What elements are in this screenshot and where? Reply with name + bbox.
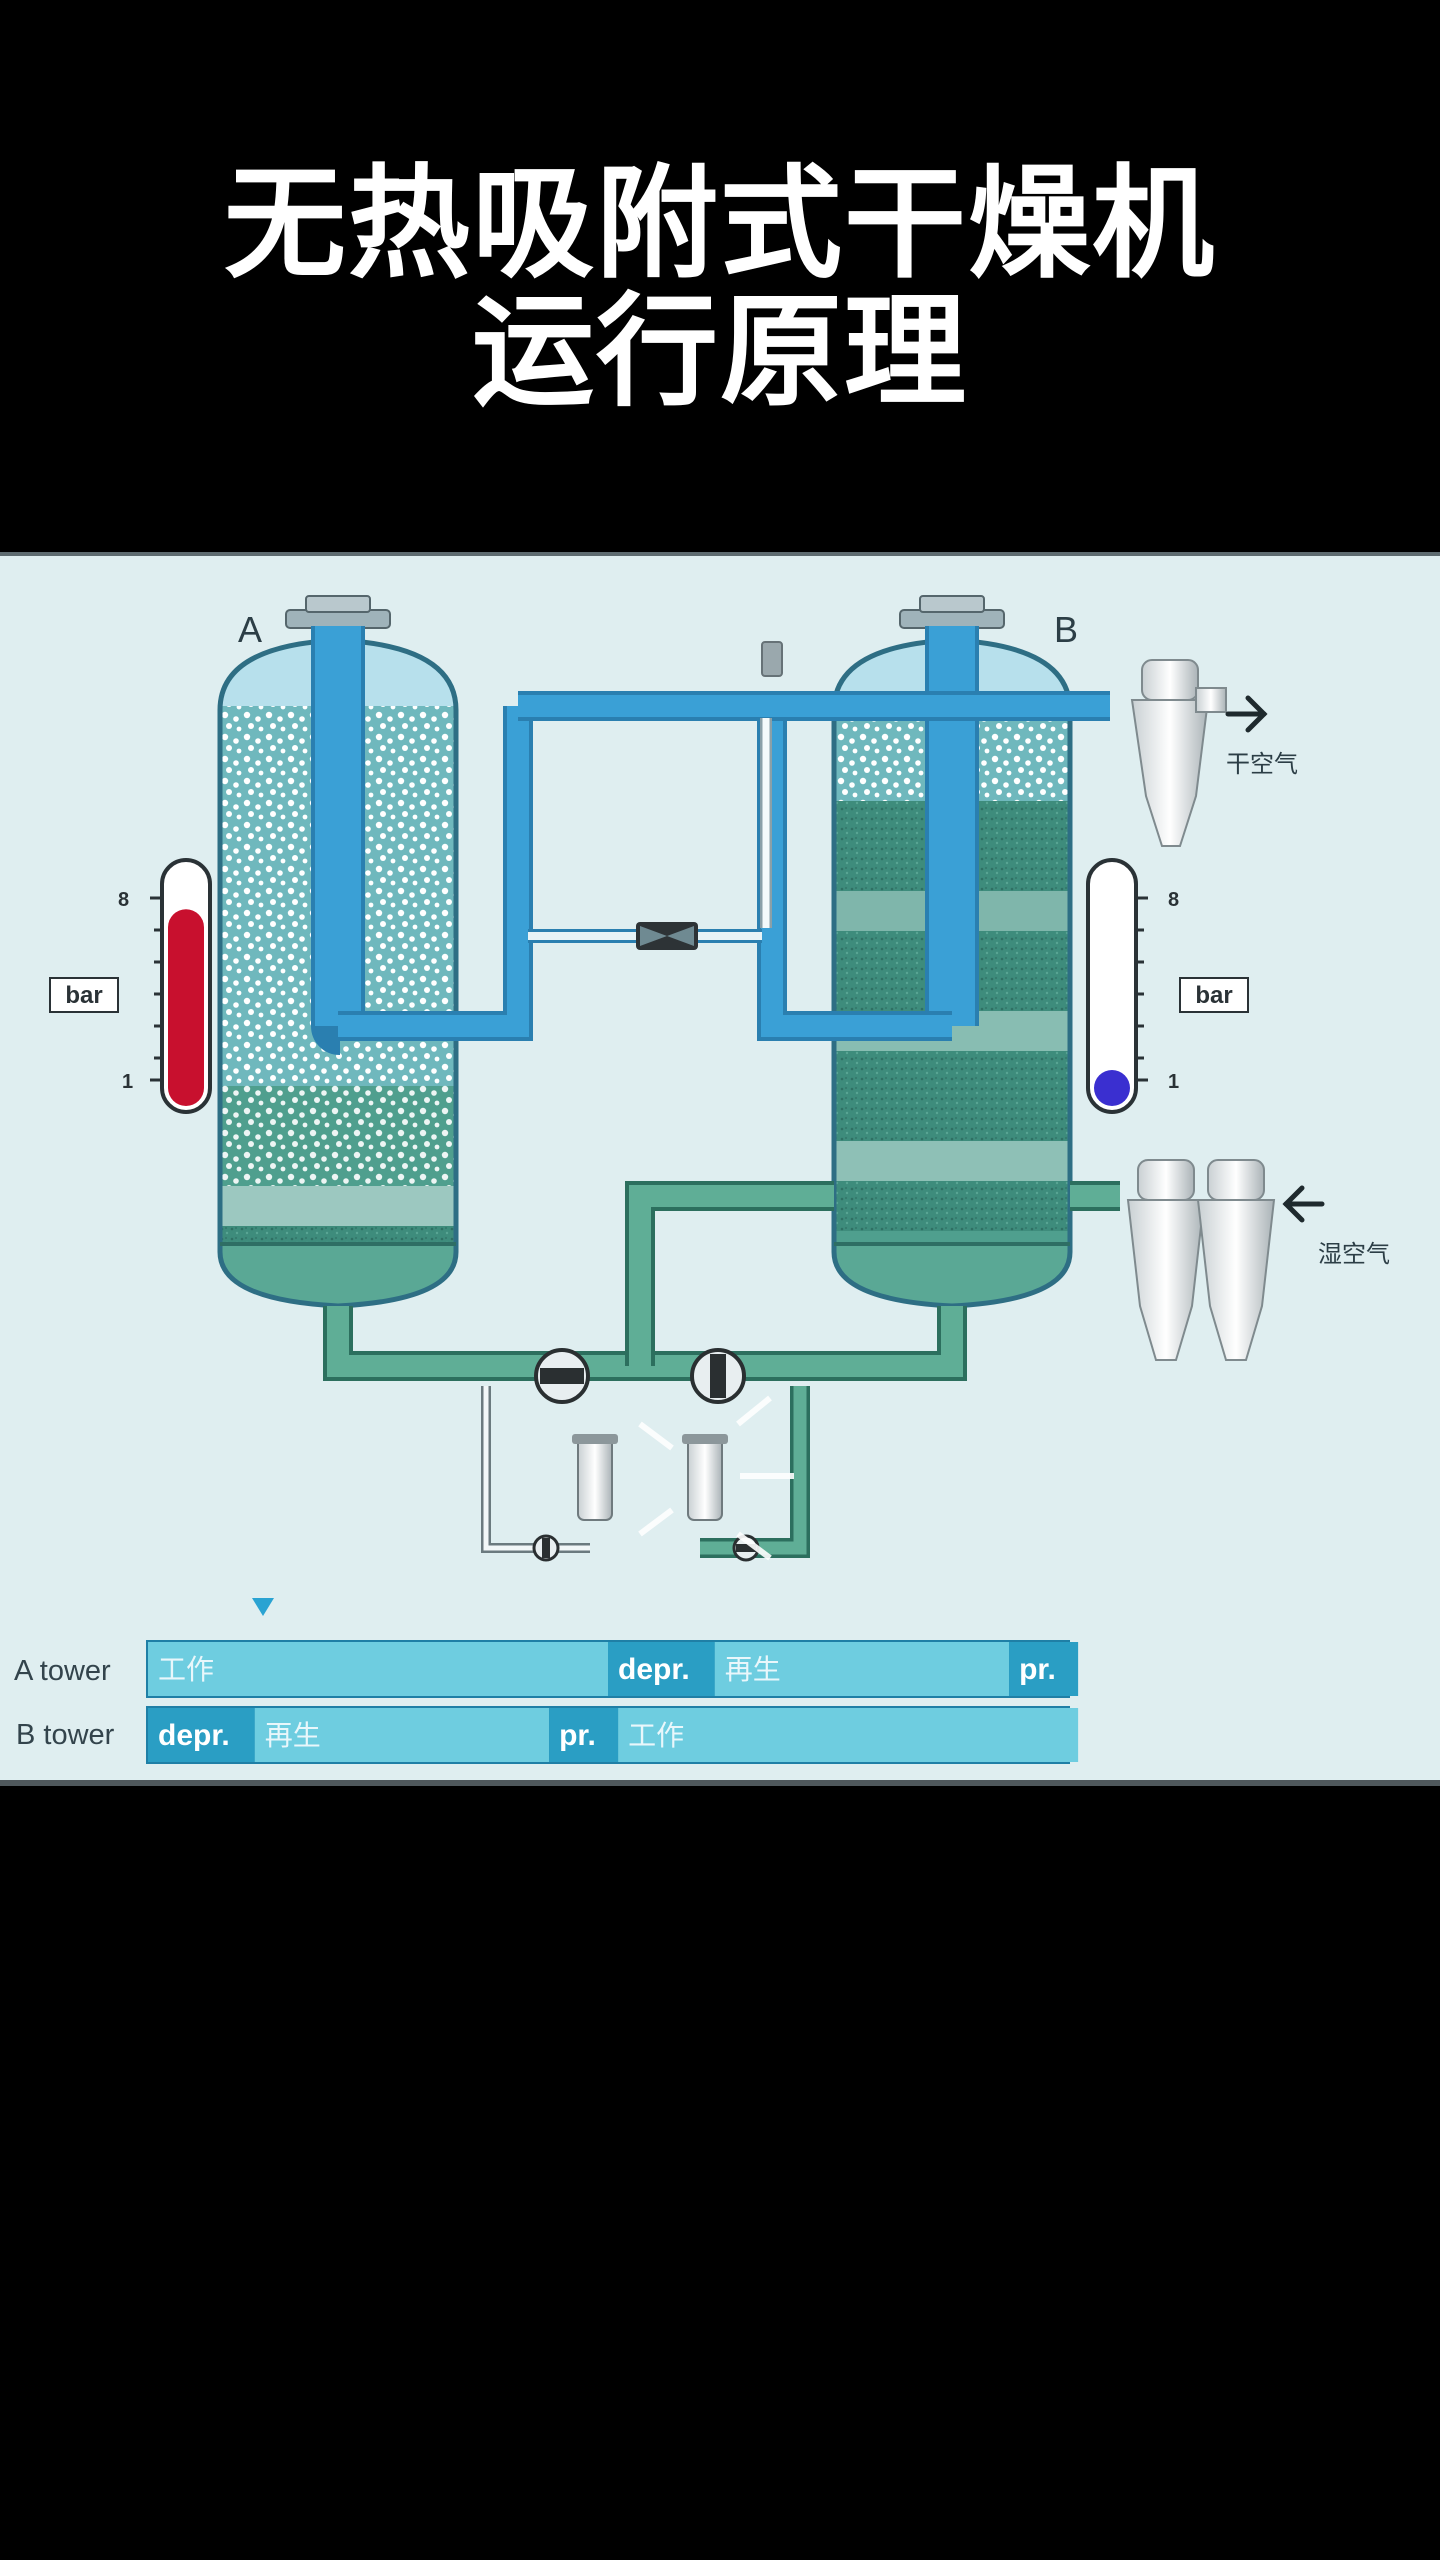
timeline-segment-label: 再生 <box>265 1720 321 1751</box>
silencer-right <box>638 1395 794 1561</box>
dry-air-pipes <box>311 626 1110 1055</box>
timeline-segment <box>254 1708 550 1762</box>
timeline-segment-label: 工作 <box>628 1720 684 1751</box>
timeline-segment-label: pr. <box>559 1719 596 1752</box>
timeline-segment-label: depr. <box>158 1719 230 1752</box>
page-title: 无热吸附式干燥机 运行原理 <box>0 160 1440 416</box>
timeline-row-label-b: B tower <box>16 1719 115 1751</box>
silencer-left <box>572 1434 618 1521</box>
timeline-segment <box>549 1708 619 1762</box>
timeline-segment-label: 再生 <box>725 1654 781 1685</box>
outlet-filter <box>1130 659 1227 847</box>
switch-valve-left <box>534 1348 590 1404</box>
inlet-filter-1 <box>1126 1159 1206 1361</box>
timeline-segment <box>1009 1642 1079 1696</box>
timeline-row-label-a: A tower <box>14 1655 111 1687</box>
timeline-row-b: depr. 再生 pr. 工作 <box>146 1706 1079 1764</box>
pressure-gauge-a: 8 1 bar <box>49 858 212 1114</box>
gauge-b-max: 8 <box>1168 889 1179 911</box>
diagram-panel: A B <box>0 552 1440 1786</box>
timeline-segment-label: 工作 <box>158 1654 214 1685</box>
inlet-filter-2 <box>1196 1159 1276 1361</box>
gauge-b-unit: bar <box>1195 982 1232 1009</box>
switch-valve-right <box>690 1348 746 1404</box>
gauge-a-unit: bar <box>65 982 102 1009</box>
gauge-a-fill <box>168 909 204 1106</box>
pressure-gauge-b: 8 1 bar <box>1086 858 1249 1114</box>
timeline-segment <box>608 1642 715 1696</box>
timeline-segment-label: depr. <box>618 1653 690 1686</box>
timeline-segment <box>714 1642 1010 1696</box>
gauge-b-min: 1 <box>1168 1071 1179 1093</box>
tower-b-label: B <box>1054 609 1078 650</box>
dryer-diagram: A B <box>14 595 1390 1764</box>
cycle-progress-marker-icon <box>252 1598 274 1616</box>
gauge-b-fill <box>1094 1070 1130 1106</box>
inlet-label: 湿空气 <box>1318 1241 1390 1268</box>
check-valve <box>761 641 783 677</box>
timeline-segment <box>148 1642 608 1696</box>
inlet-arrow-icon <box>1282 1185 1325 1223</box>
title-line-2: 运行原理 <box>472 281 968 423</box>
gauge-a-min: 1 <box>122 1071 133 1093</box>
purge-orifice <box>636 922 698 950</box>
gauge-a-max: 8 <box>118 889 129 911</box>
timeline-segment <box>618 1708 1079 1762</box>
timeline-segment <box>148 1708 255 1762</box>
title-line-1: 无热吸附式干燥机 <box>224 153 1216 295</box>
timeline-segment-label: pr. <box>1019 1653 1056 1686</box>
tower-a-label: A <box>238 609 262 650</box>
outlet-arrow-icon <box>1225 695 1268 733</box>
drain-valve-left <box>532 1534 560 1562</box>
outlet-label: 干空气 <box>1226 751 1298 778</box>
timeline-row-a: 工作 depr. 再生 pr. <box>146 1640 1079 1698</box>
